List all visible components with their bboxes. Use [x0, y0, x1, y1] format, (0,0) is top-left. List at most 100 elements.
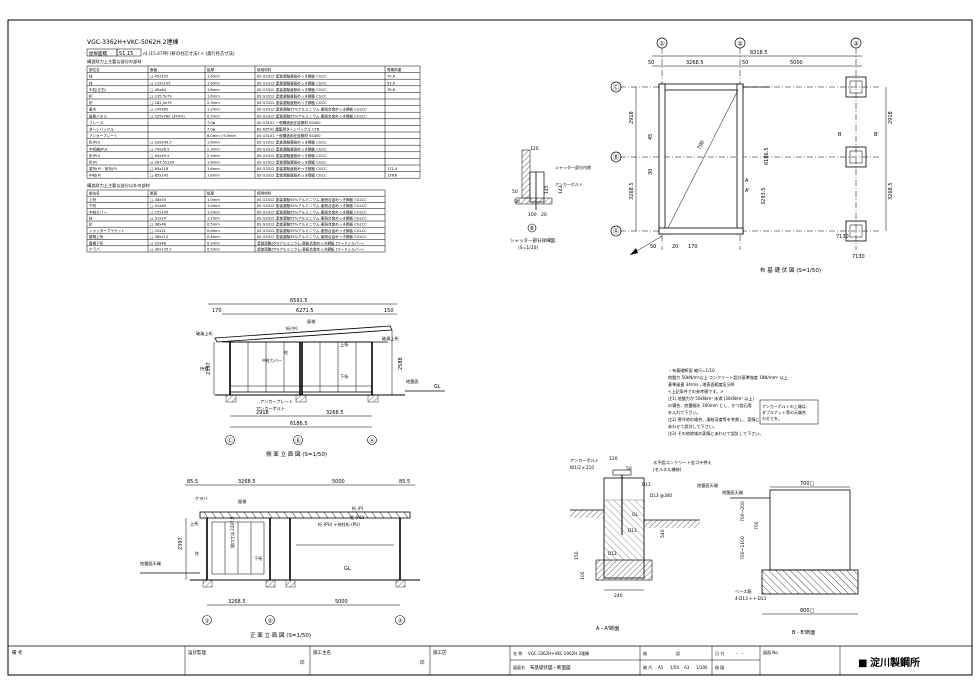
side-label-keta: 桁(中) — [286, 325, 298, 332]
tb-drawing-label: 図面名 — [513, 664, 525, 670]
table-cell: ケラバ — [89, 247, 100, 252]
table-cell: 7.0φ — [207, 128, 216, 132]
plan-axis-1: ① — [659, 41, 664, 48]
bb-dim-700sq: 700□ — [800, 481, 815, 487]
note-line: あわせて設計して下さい。 — [668, 423, 717, 429]
table-cell: 6.0mm / 9.0mm — [207, 134, 236, 138]
table-cell: JIS G3101 一般構造用圧延鋼材 SS400 — [256, 120, 321, 125]
table-cell: JIS G3312 塗装溶融亜鉛めっき鋼板 CGCC — [256, 94, 327, 99]
bb-dim-range2: 700~200 — [740, 501, 746, 522]
plan-dim-top-5: 8318.5 — [750, 50, 768, 56]
plan-dim-20: 170 — [688, 244, 698, 250]
front-dim-5000: 5000 — [332, 479, 345, 485]
table-cell: JIS G3312 塗装溶融亜鉛めっき鋼板 CGCC — [256, 166, 327, 171]
table-cell: 桁(P) — [89, 160, 98, 165]
side-label-shitaketa: 下桁 — [340, 373, 348, 380]
table-header-cell: 使用材料 — [257, 191, 272, 196]
aa-dim-240: 240 — [614, 593, 623, 599]
table-cell: JIS G3312 塗装溶融亜鉛めっき鋼板 CGCC — [256, 153, 327, 158]
table-cell: 1.0mm — [207, 198, 220, 202]
front-dim-85-l: 85.5 — [187, 479, 198, 485]
tb-date-value: ・ ・ — [735, 651, 744, 656]
table-cell: 柱 — [89, 80, 93, 85]
svg-text:B: B — [530, 226, 534, 232]
note-line: ・布基礎断面 縮尺=1/10 — [668, 367, 715, 373]
table-cell: シャッターブラケット — [89, 228, 125, 233]
side-label-ground: 地盤面 — [406, 378, 419, 385]
table-cell: □-94x49.5 — [150, 154, 169, 158]
table-header-cell: 長期荷重 — [387, 67, 402, 72]
tb-scale-a3-val: 1/100 — [696, 665, 708, 670]
table-header-cell: 断面 — [150, 67, 158, 72]
table-cell: 桁 — [89, 94, 93, 99]
front-elevation: 85.5 3268.5 5000 85.5 地盤面天端 GL ケラバ 屋根 上桁… — [140, 479, 420, 639]
aa-label-w: W1/2 x 210 — [570, 465, 594, 470]
table-cell: □-226x49.5 — [150, 141, 172, 145]
front-dim-85-r: 85.5 — [399, 479, 410, 485]
table-cell: □-51x64 — [150, 204, 167, 208]
table-cell: アンカープレート — [89, 133, 118, 138]
table-cell: JIS G3312 塗装溶融亜鉛めっき鋼板 CGCC — [256, 87, 327, 92]
table-cell: 破風パネル — [89, 113, 107, 118]
svg-text:B': B' — [874, 132, 879, 138]
table-cell: 中柱(P) — [89, 173, 102, 178]
aa-label-d13-300: D13 @300 — [650, 493, 672, 498]
plan-dim-50b: 50 — [650, 244, 656, 250]
front-label-keta-pu: 桁 (PU) +持柱桁 (PU) — [318, 521, 360, 528]
table-cell: □-85x118 — [150, 167, 169, 171]
side-label-plate: アンカープレート — [260, 399, 293, 405]
table-cell: □-115x105 — [150, 81, 171, 85]
tb-scale-a3: A3 — [684, 665, 690, 670]
side-dim-6271: 6271.5 — [296, 308, 314, 314]
table-cell: 53.0 — [387, 81, 396, 85]
table-cell: □-135.5x79 — [150, 95, 172, 99]
table-cell: 桁 — [89, 100, 93, 105]
table2-title: 構造耐力上主要な部分以外の部材 — [87, 182, 150, 189]
bb-label-rebar: 4-D13 ++-D13 — [735, 596, 766, 601]
table-header-cell: 板厚 — [207, 191, 215, 196]
side-label-bolt: アンカーボルト — [256, 405, 285, 412]
table-header-cell: 部位名 — [89, 67, 100, 72]
table-cell: JIS G3312 塗装溶融亜鉛めっき鋼板 CGCC — [256, 146, 327, 151]
tb-seal-2: 印 — [420, 659, 425, 666]
model-line: VGC-3362H+VKC-5062H 2連棟 — [87, 38, 179, 46]
area-note: ㎡ (15.47坪) (軒の柱芯寸法) × (奥行柱芯寸法) — [143, 50, 235, 57]
tb-name-value: VGC-3362H+VKC-5062H 2連棟 — [528, 650, 589, 656]
side-label-pillar: 柱 — [284, 349, 289, 356]
side-caption: 側 面 立 面 図 (S=1/50) — [266, 450, 327, 458]
front-axis-3: ③ — [398, 618, 403, 624]
tb-design: 設計監理 — [188, 649, 206, 656]
table-cell: 1.6mm — [207, 167, 220, 171]
table-cell: 中桁補(PU) — [89, 146, 108, 151]
table-cell: 0.5mm — [207, 114, 220, 118]
table-cell: 屋根上桁 — [89, 234, 104, 239]
table-cell: JIS G3312 塗装溶融亜鉛めっき鋼板 CGCC — [256, 80, 327, 85]
note-box-3: わせとを。 — [762, 415, 782, 421]
plan-dim-top-1: 50 — [648, 60, 654, 66]
front-label-uwaketa: 上桁 — [190, 520, 198, 527]
table-cell: JIS G3101 一般構造用圧延鋼材 SS400 — [256, 133, 321, 138]
front-axis-1: ① — [205, 618, 210, 624]
shutter-dim-145: 145 — [544, 185, 550, 194]
area-value-box — [116, 48, 142, 57]
front-label-pillar: 柱 — [195, 550, 200, 557]
front-label-roof: 屋根 — [238, 498, 247, 505]
side-label-fuu-l: 破風上桁 — [196, 330, 213, 337]
side-elevation: 6591.5 6271.5 170 150 地盤面 GL 2397 258 — [196, 298, 445, 458]
tb-date-label: 日 付 — [715, 650, 724, 656]
table-cell: 7.0φ — [207, 121, 216, 125]
table-cell: □-38x53 — [150, 198, 166, 202]
plan-dim-right-1: 2918 — [888, 111, 894, 124]
side-dim-6186: 6186.5 — [290, 421, 308, 427]
aa-dim-120: 120 — [609, 456, 618, 462]
aa-label-d13b: D13 — [628, 528, 637, 533]
note-line: 注2) 寒冷地の場合、凍結深度等を考慮し、実情に — [668, 416, 759, 422]
table-cell: 76.6 — [387, 88, 396, 92]
table-cell: □-25x145 — [150, 210, 168, 214]
front-axis-2: ② — [268, 617, 273, 624]
side-label-roof: 屋根 — [307, 318, 316, 325]
svg-text:A: A — [745, 178, 749, 184]
tb-owner: 施工主名 — [313, 649, 331, 656]
plan-dim-700v: 7130 — [836, 234, 849, 240]
